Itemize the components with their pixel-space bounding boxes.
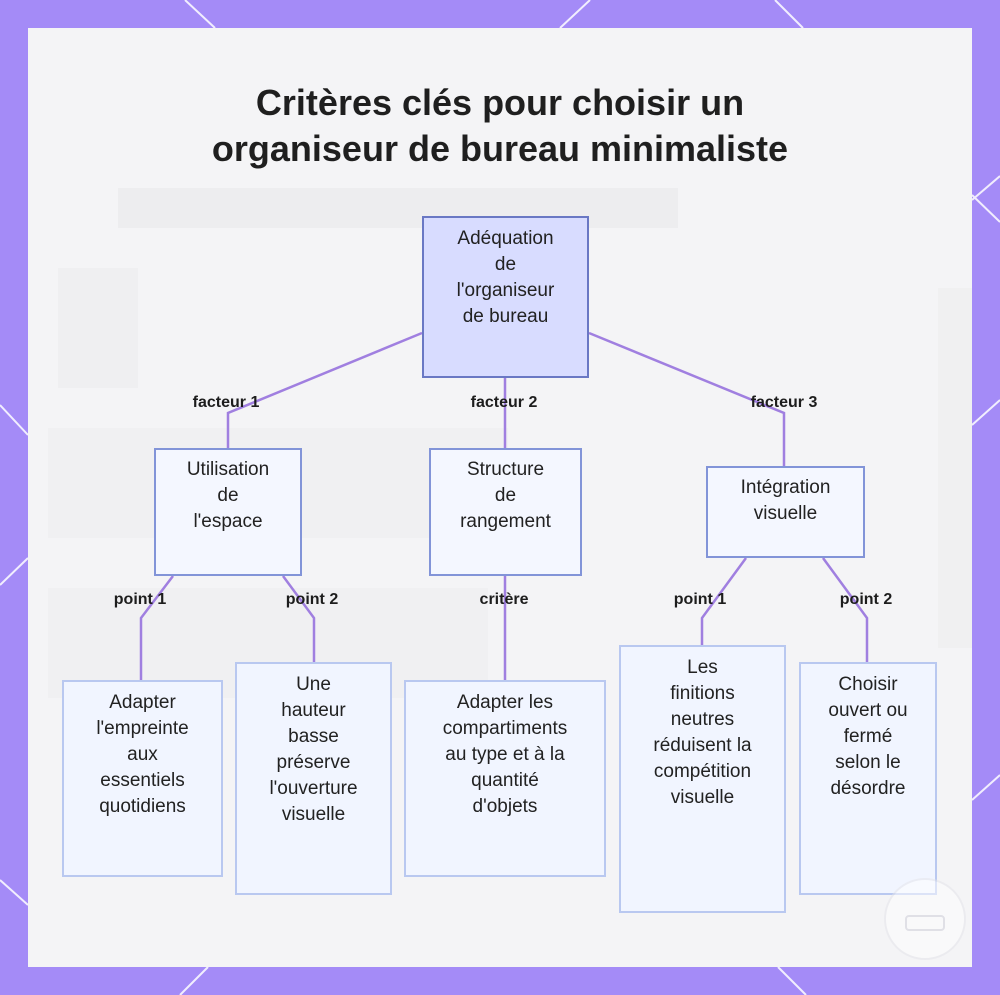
node-text: l'organiseur <box>457 278 555 304</box>
node-text: de <box>457 252 555 278</box>
node-text: Les <box>653 655 751 681</box>
node-text: désordre <box>828 776 907 802</box>
node-text: hauteur <box>269 698 357 724</box>
node-text: visuelle <box>653 785 751 811</box>
node-text: de <box>187 483 269 509</box>
node-hauteur-basse: Une hauteur basse préserve l'ouverture v… <box>235 662 392 895</box>
node-text: préserve <box>269 750 357 776</box>
edge-label-facteur-2: facteur 2 <box>471 394 538 412</box>
node-text: au type et à la <box>443 742 568 768</box>
node-text: Structure <box>460 457 551 483</box>
node-text: fermé <box>828 724 907 750</box>
node-text: visuelle <box>741 501 831 527</box>
node-adapter-empreinte: Adapter l'empreinte aux essentiels quoti… <box>62 680 223 877</box>
node-text: Adapter <box>96 690 188 716</box>
edge-label-facteur-3: facteur 3 <box>751 394 818 412</box>
node-text: Utilisation <box>187 457 269 483</box>
diagram-panel: Critères clés pour choisir un organiseur… <box>28 28 972 967</box>
node-adapter-compartiments: Adapter les compartiments au type et à l… <box>404 680 606 877</box>
node-text: l'espace <box>187 509 269 535</box>
node-ouvert-ferme: Choisir ouvert ou fermé selon le désordr… <box>799 662 937 895</box>
node-text: Une <box>269 672 357 698</box>
edge-label-point-1a: point 1 <box>114 591 166 609</box>
node-text: visuelle <box>269 802 357 828</box>
node-text: neutres <box>653 707 751 733</box>
node-text: Intégration <box>741 475 831 501</box>
node-integration-visuelle: Intégration visuelle <box>706 466 865 558</box>
edge-visual-openclosed <box>823 558 867 662</box>
node-text: Choisir <box>828 672 907 698</box>
node-text: ouvert ou <box>828 698 907 724</box>
node-text: Adéquation <box>457 226 555 252</box>
node-text: finitions <box>653 681 751 707</box>
node-utilisation-espace: Utilisation de l'espace <box>154 448 302 576</box>
node-text: l'ouverture <box>269 776 357 802</box>
node-text: de bureau <box>457 304 555 330</box>
node-text: quotidiens <box>96 794 188 820</box>
node-text: Adapter les <box>443 690 568 716</box>
node-text: réduisent la <box>653 733 751 759</box>
edge-label-point-2b: point 2 <box>840 591 892 609</box>
node-text: quantité <box>443 768 568 794</box>
node-text: d'objets <box>443 794 568 820</box>
edge-root-space <box>228 333 422 448</box>
watermark-badge-icon <box>882 876 968 962</box>
node-finitions-neutres: Les finitions neutres réduisent la compé… <box>619 645 786 913</box>
node-text: essentiels <box>96 768 188 794</box>
node-text: de <box>460 483 551 509</box>
node-text: compartiments <box>443 716 568 742</box>
node-text: rangement <box>460 509 551 535</box>
node-text: selon le <box>828 750 907 776</box>
edge-label-critere: critère <box>480 591 529 609</box>
edge-space-height <box>283 576 314 662</box>
edge-label-facteur-1: facteur 1 <box>193 394 260 412</box>
edge-label-point-1b: point 1 <box>674 591 726 609</box>
edge-label-point-2a: point 2 <box>286 591 338 609</box>
node-text: compétition <box>653 759 751 785</box>
node-text: basse <box>269 724 357 750</box>
node-text: l'empreinte <box>96 716 188 742</box>
node-text: aux <box>96 742 188 768</box>
node-structure-rangement: Structure de rangement <box>429 448 582 576</box>
node-adequation: Adéquation de l'organiseur de bureau <box>422 216 589 378</box>
